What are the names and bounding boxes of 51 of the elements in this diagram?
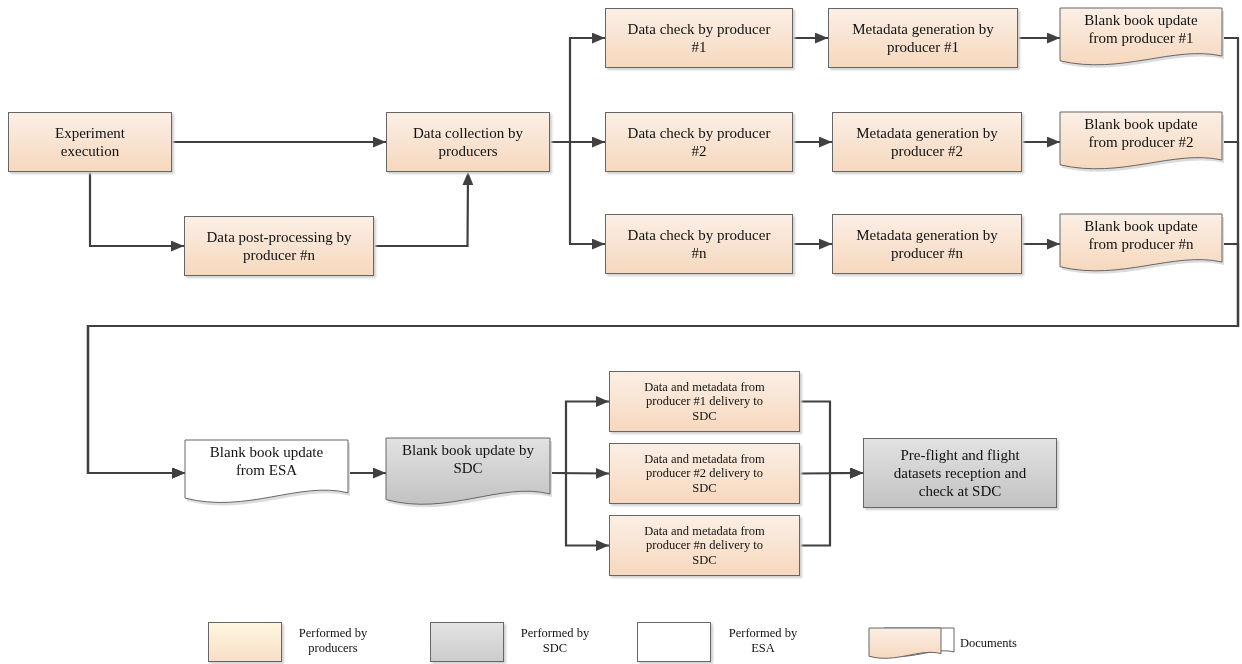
process-box — [828, 8, 1018, 68]
process-box — [605, 112, 793, 172]
arrow — [86, 242, 1240, 479]
legend-label: Performed by ESA — [727, 626, 799, 656]
box-label: Data and metadata from producer #2 delivery to SDC — [643, 451, 766, 496]
process-box — [832, 112, 1022, 172]
legend-label: Performed by producers — [297, 626, 369, 656]
arrow — [793, 238, 832, 250]
box-label: Blank book update from producer #2 — [1083, 115, 1199, 151]
arrow — [1022, 238, 1060, 250]
arrow — [374, 172, 474, 248]
arrow — [88, 172, 184, 252]
arrow — [172, 136, 386, 148]
document-shape — [386, 438, 550, 508]
process-box — [609, 371, 800, 432]
process-box — [832, 214, 1022, 274]
box-label: Data check by producer #2 — [626, 124, 772, 160]
document-shape — [1060, 214, 1222, 274]
process-box — [863, 438, 1057, 508]
legend-label: Documents — [960, 636, 1018, 651]
box-label: Metadata generation by producer #1 — [851, 20, 995, 56]
process-box — [609, 515, 800, 576]
document-shape — [1060, 8, 1222, 68]
arrow — [1018, 32, 1060, 44]
process-box — [184, 216, 374, 276]
legend-label: Performed by SDC — [519, 626, 591, 656]
box-label: Data check by producer #n — [626, 226, 772, 262]
arrow — [800, 467, 863, 547]
box-label: Data post-processing by producer #n — [205, 228, 353, 264]
box-label: Data and metadata from producer #n delivery to SDC — [643, 523, 766, 568]
process-box — [386, 112, 550, 172]
box-label: Blank book update from producer #n — [1083, 217, 1199, 253]
box-label: Blank book update from ESA — [208, 443, 325, 479]
arrow — [793, 32, 828, 44]
box-label: Metadata generation by producer #2 — [855, 124, 999, 160]
box-label: Data check by producer #1 — [626, 20, 772, 56]
process-box — [8, 112, 172, 172]
arrow — [1022, 136, 1060, 148]
document-shape — [185, 440, 348, 506]
box-label: Experiment execution — [54, 124, 126, 160]
document-shape — [1060, 112, 1222, 172]
box-label: Data and metadata from producer #1 delivery to SDC — [643, 379, 766, 424]
process-box — [609, 443, 800, 504]
box-label: Blank book update by SDC — [400, 441, 536, 477]
box-label: Pre-flight and flight datasets reception and check at SDC — [892, 446, 1028, 500]
box-label: Data collection by producers — [412, 124, 524, 160]
process-box — [605, 8, 793, 68]
arrow — [793, 136, 832, 148]
process-box — [605, 214, 793, 274]
box-label: Blank book update from producer #1 — [1083, 11, 1199, 47]
box-label: Metadata generation by producer #n — [855, 226, 999, 262]
